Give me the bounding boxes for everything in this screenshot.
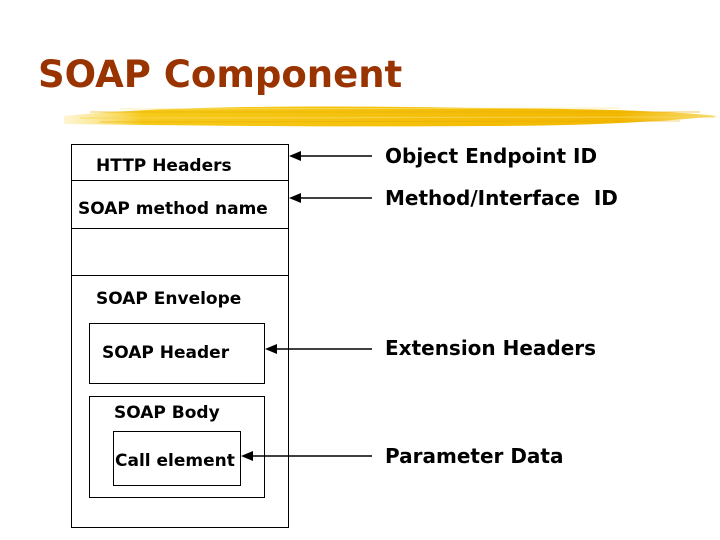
packet-outer-box	[71, 144, 289, 528]
soap-body-label: SOAP Body	[114, 403, 220, 423]
arrowhead-parameter-data	[241, 451, 253, 461]
arrowhead-method-interface	[289, 193, 301, 203]
method-interface-id-label: Method/Interface ID	[385, 186, 618, 210]
divider-http-headers	[71, 180, 289, 181]
soap-envelope-label: SOAP Envelope	[96, 289, 242, 309]
http-headers-label: HTTP Headers	[96, 156, 232, 176]
arrowhead-extension-headers	[265, 344, 277, 354]
object-endpoint-id-label: Object Endpoint ID	[385, 144, 598, 168]
parameter-data-label: Parameter Data	[385, 444, 564, 468]
soap-header-box	[89, 323, 265, 384]
slide-title: SOAP Component	[38, 53, 403, 96]
soap-method-name-label: SOAP method name	[78, 199, 268, 219]
divider-envelope	[71, 275, 289, 276]
divider-method-name	[71, 228, 289, 229]
soap-body-box	[89, 396, 265, 498]
extension-headers-label: Extension Headers	[385, 336, 597, 360]
call-element-label: Call element	[115, 451, 235, 471]
arrowhead-object-endpoint	[289, 151, 301, 161]
yellow-brush-underline	[64, 106, 718, 127]
call-element-box	[113, 431, 241, 486]
soap-header-label: SOAP Header	[102, 343, 230, 363]
